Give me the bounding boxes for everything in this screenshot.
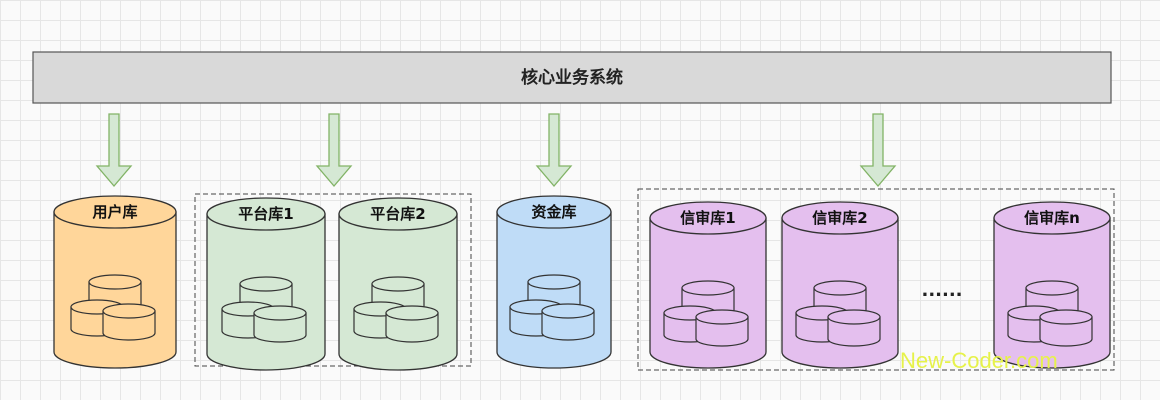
database-disks-icon	[795, 280, 881, 347]
db-platform-2: 平台库2	[338, 197, 458, 371]
arrow-to-user-db	[96, 113, 132, 187]
db-credit-1-label: 信审库1	[680, 209, 735, 227]
arrow-to-funds-db	[536, 113, 572, 187]
db-funds: 资金库	[496, 195, 612, 369]
database-disks-icon	[1007, 280, 1093, 347]
platform-db-group-frame	[194, 193, 472, 367]
db-platform-2-label: 平台库2	[370, 205, 425, 223]
db-credit-1: 信审库1	[649, 201, 767, 369]
arrow-to-platform-group	[316, 113, 352, 187]
database-disks-icon	[221, 276, 307, 343]
db-credit-2-label: 信审库2	[812, 209, 867, 227]
database-disks-icon	[509, 274, 595, 341]
db-platform-1-label: 平台库1	[238, 205, 293, 223]
db-user: 用户库	[53, 195, 177, 369]
arrow-to-credit-group	[860, 113, 896, 187]
db-platform-1: 平台库1	[206, 197, 326, 371]
core-business-system: 核心业务系统	[32, 51, 1112, 104]
db-credit-n: 信审库n	[993, 201, 1111, 369]
more-databases-ellipsis: ......	[921, 280, 962, 301]
core-system-label: 核心业务系统	[521, 67, 623, 88]
database-disks-icon	[353, 276, 439, 343]
db-funds-label: 资金库	[531, 203, 576, 221]
watermark: New-Coder.com	[900, 348, 1058, 373]
db-credit-n-label: 信审库n	[1024, 209, 1080, 227]
database-disks-icon	[70, 274, 156, 341]
db-user-label: 用户库	[92, 203, 137, 221]
db-credit-2: 信审库2	[781, 201, 899, 369]
database-disks-icon	[663, 280, 749, 347]
